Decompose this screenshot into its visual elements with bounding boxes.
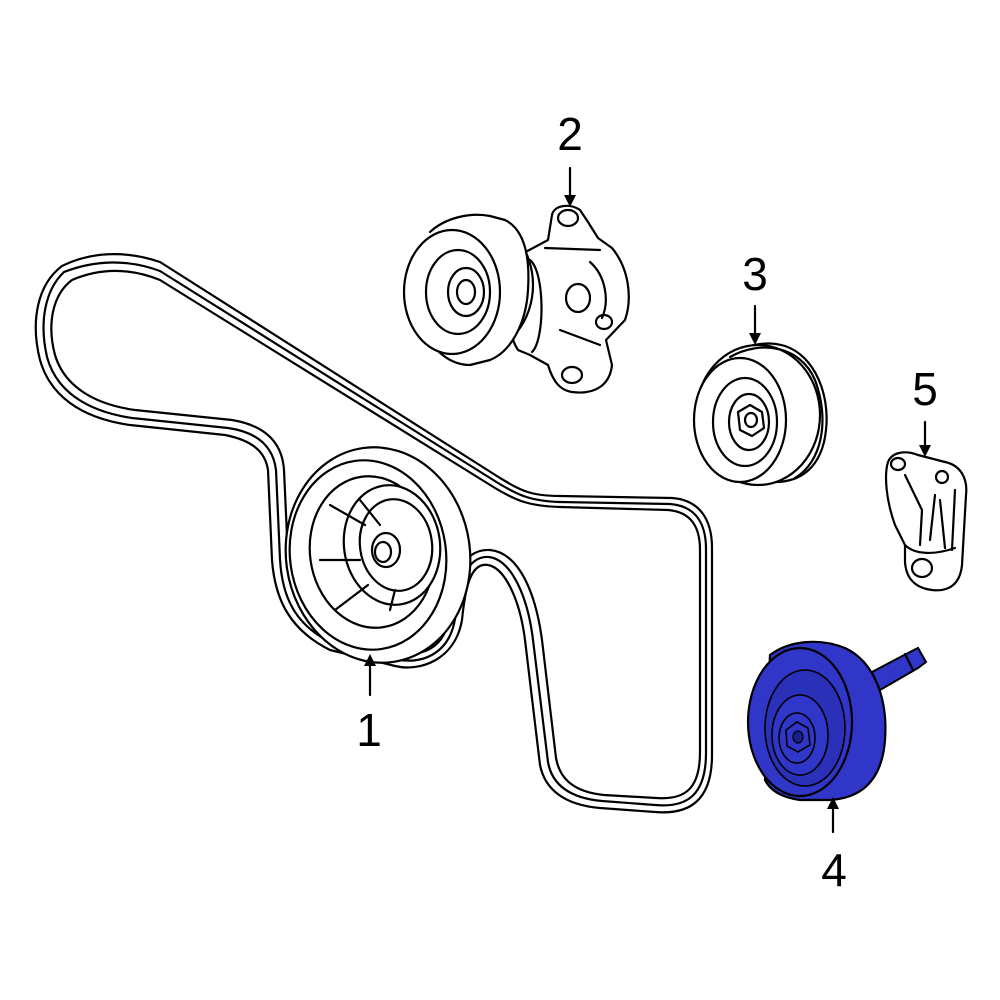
callout-4-label: 4 xyxy=(821,844,847,896)
callout-3-label: 3 xyxy=(742,248,768,300)
crank-pulley xyxy=(284,446,472,664)
callout-4: 4 xyxy=(821,797,847,896)
belt-tensioner[interactable]: 2 xyxy=(402,108,630,394)
pulley-bracket[interactable]: 5 xyxy=(884,363,968,592)
idler-pulley[interactable]: 3 xyxy=(692,248,828,487)
callout-2-label: 2 xyxy=(557,108,583,160)
callout-5-label: 5 xyxy=(912,363,938,415)
callout-3: 3 xyxy=(742,248,768,345)
serpentine-belt[interactable]: 1 xyxy=(34,253,714,814)
callout-2: 2 xyxy=(557,108,583,207)
highlighted-idler-pulley[interactable]: 4 xyxy=(746,640,928,896)
callout-1: 1 xyxy=(356,654,382,756)
callout-5: 5 xyxy=(912,363,938,457)
callout-1-label: 1 xyxy=(356,704,382,756)
